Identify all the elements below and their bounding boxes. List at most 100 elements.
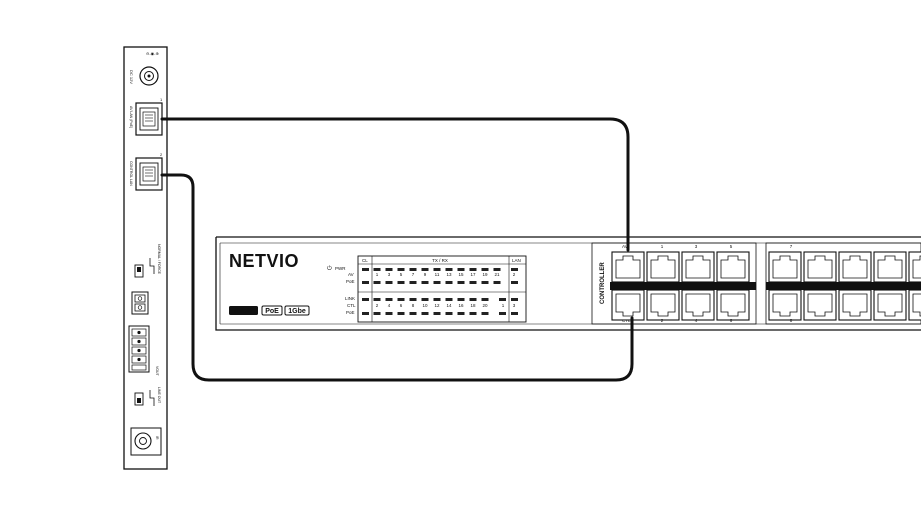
led-indicators [362,268,518,315]
led-number-top: 3 [388,272,391,277]
led-indicator [362,312,369,315]
control-lan-cable [160,173,634,382]
row-label-link: LINK [345,296,355,301]
controller-port-block: CONTROLLER AV CTL [591,242,757,325]
ethernet-port [768,289,802,321]
row-label-av: AV [348,272,354,277]
row-label-poe-top: PoE [346,279,355,284]
led-indicator [445,281,453,284]
led-indicator [469,281,477,284]
av-lan-label: AV LAN (PoE) [129,106,133,128]
line-out-label: LINE OUT [157,387,161,404]
led-number-top: 15 [458,272,464,277]
led-number-top: 19 [482,272,488,277]
led-indicator [481,312,489,315]
led-number-bottom: 6 [400,303,403,308]
led-indicator [385,298,393,301]
led-number-bottom: 14 [446,303,452,308]
led-indicator [421,312,429,315]
led-indicator [409,268,417,271]
row-label-pwr: PWR [335,266,346,271]
ethernet-port [611,289,645,321]
power-icon: ⏻ [327,265,332,272]
badge-poe: PoE [265,308,279,315]
led-indicator [421,298,429,301]
feature-badges: AVoIP PoE 1Gbe [229,305,310,316]
led-indicator [433,312,441,315]
led-number-bottom: 4 [388,303,391,308]
polarity-icon: ⊖-◉-⊕ [146,51,159,56]
port-number-bottom: 6 [730,318,733,323]
badge-avoip: AVoIP [234,308,254,315]
ethernet-ports-group-2 [768,251,921,321]
led-indicator [385,268,393,271]
port-number-bottom: 4 [695,318,698,323]
ethernet-port [908,289,921,321]
led-header-cl: CL [362,258,368,263]
ethernet-port [646,289,680,321]
ir-jack [130,427,162,456]
five-pin-terminal [128,325,150,373]
led-indicator [469,298,477,301]
led-number-bottom: 1 [502,303,505,308]
port-number-top: 5 [730,244,733,249]
led-indicator [499,298,506,301]
led-indicator [469,312,477,315]
led-number-bottom: 8 [412,303,415,308]
two-pin-terminal [131,291,149,315]
led-indicator [362,281,369,284]
led-header-txrx: TX / RX [432,258,448,263]
network-switch: NETVIO AVoIP PoE 1Gbe CL TX / RX LAN ⏻ P… [215,236,921,331]
ethernet-port [908,251,921,283]
led-number-bottom: 12 [434,303,440,308]
led-indicator [481,298,489,301]
ir-label: IR [155,436,159,440]
led-indicator [433,281,441,284]
led-indicator [493,281,501,284]
led-number-top: 9 [424,272,427,277]
led-indicator [499,312,506,315]
led-indicator [433,298,441,301]
led-indicator [445,298,453,301]
led-number-bottom: 18 [470,303,476,308]
led-number-top: 5 [400,272,403,277]
ethernet-port [716,289,750,321]
led-panel: CL TX / RX LAN ⏻ PWR AV PoE LINK CTL PoE… [327,255,527,323]
led-indicator [445,312,453,315]
port2-number: 2 [160,152,163,157]
led-indicator [445,268,453,271]
ethernet-port [646,251,680,283]
led-number-bottom: 3 [513,303,516,308]
led-indicator [511,281,518,284]
led-indicator [511,298,518,301]
led-number-bottom: 10 [422,303,428,308]
dc-power-jack [139,66,159,86]
ethernet-port [803,251,837,283]
led-indicator [397,298,405,301]
port-number-top: 1 [661,244,664,249]
ethernet-port [873,251,907,283]
row-label-ctl: CTL [347,303,356,308]
mode-slide-switch [134,258,155,278]
led-indicator [397,268,405,271]
ethernet-port-block-2 [765,242,921,325]
led-indicator [457,281,465,284]
line-out-slide-switch [134,390,155,406]
ethernet-port [873,289,907,321]
ethernet-ports-group-1 [611,251,750,321]
vout-label: VOUT [155,366,159,377]
led-indicator [397,312,405,315]
led-indicator [409,281,417,284]
led-indicator [421,268,429,271]
ethernet-port [681,289,715,321]
ethernet-port [803,289,837,321]
controller-label: CONTROLLER [600,262,606,304]
port1-number: 1 [160,97,163,102]
led-indicator [481,281,489,284]
ethernet-port [716,251,750,283]
led-indicator [511,312,518,315]
led-indicator [457,298,465,301]
led-indicator [481,268,489,271]
